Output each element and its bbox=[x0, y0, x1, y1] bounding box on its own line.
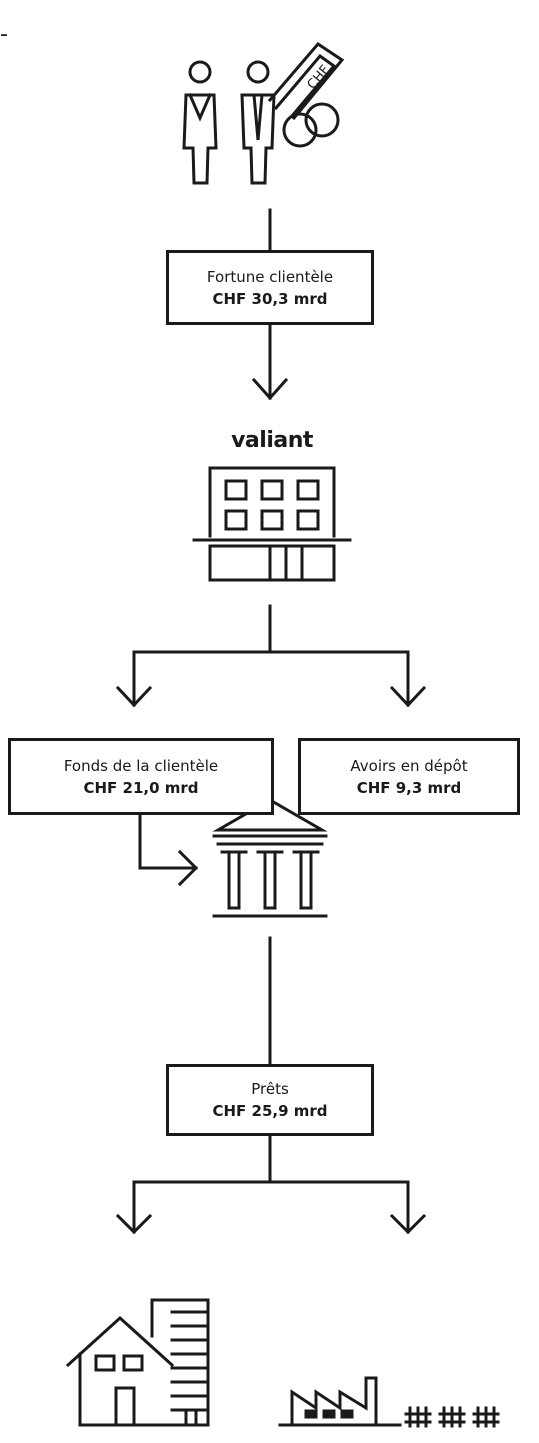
box-label: Avoirs en dépôt bbox=[350, 756, 468, 775]
fortune-clientele-box: Fortune clientèle CHF 30,3 mrd bbox=[166, 250, 374, 325]
box-value: CHF 9,3 mrd bbox=[356, 778, 462, 797]
arrow-right-icon bbox=[177, 849, 199, 887]
connector-line bbox=[138, 813, 198, 870]
arrow-down-icon bbox=[389, 685, 427, 708]
clients-with-money-icon: CHF bbox=[182, 42, 345, 185]
avoirs-depot-box: Avoirs en dépôt CHF 9,3 mrd bbox=[298, 738, 520, 815]
split-connector bbox=[132, 650, 410, 707]
factory-icon bbox=[278, 1376, 500, 1428]
prets-box: Prêts CHF 25,9 mrd bbox=[166, 1064, 374, 1136]
arrow-down-icon bbox=[389, 1213, 427, 1235]
box-value: CHF 30,3 mrd bbox=[212, 289, 328, 308]
box-label: Fonds de la clientèle bbox=[63, 756, 219, 775]
arrow-down-icon bbox=[115, 685, 153, 708]
box-value: CHF 21,0 mrd bbox=[83, 778, 199, 797]
arrow-down-icon bbox=[251, 377, 289, 401]
split-connector bbox=[132, 1180, 410, 1234]
valiant-logo: valiant bbox=[231, 428, 313, 453]
box-label: Prêts bbox=[251, 1080, 289, 1098]
top-dash: - bbox=[0, 22, 8, 47]
bank-building-icon bbox=[192, 466, 352, 582]
box-value: CHF 25,9 mrd bbox=[212, 1102, 328, 1120]
fonds-clientele-box: Fonds de la clientèle CHF 21,0 mrd bbox=[8, 738, 274, 815]
columned-institution-icon bbox=[212, 798, 328, 918]
arrow-down-icon bbox=[115, 1213, 153, 1235]
house-and-tower-icon bbox=[65, 1298, 210, 1427]
box-label: Fortune clientèle bbox=[206, 267, 334, 286]
